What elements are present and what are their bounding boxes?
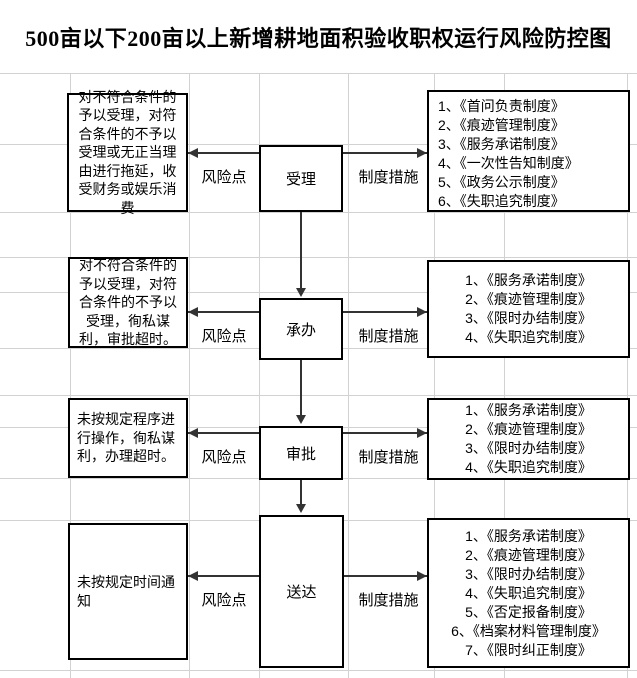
measure-item: 1、《服务承诺制度》 <box>465 402 592 418</box>
gridline <box>434 73 435 678</box>
stage-box-3: 审批 <box>259 426 343 480</box>
measure-item: 4、《失职追究制度》 <box>465 459 592 475</box>
measure-item: 3、《限时办结制度》 <box>465 440 592 456</box>
measure-item: 2、《痕迹管理制度》 <box>465 291 592 307</box>
arrow-to-measures-3 <box>343 428 427 438</box>
gridline <box>189 73 190 678</box>
measure-item: 6、《失职追究制度》 <box>438 193 565 209</box>
risk-description-2: 对不符合条件的予以受理，对符合条件的不予以受理，徇私谋利，审批超时。 <box>79 257 177 348</box>
measure-item: 2、《痕迹管理制度》 <box>465 421 592 437</box>
gridline <box>0 212 637 213</box>
measures-box-1: 1、《首问负责制度》 2、《痕迹管理制度》 3、《服务承诺制度》 4、《一次性告… <box>427 90 630 212</box>
risk-box-3: 未按规定程序进行操作，徇私谋利，办理超时。 <box>68 398 188 478</box>
risk-point-label-2: 风险点 <box>201 328 247 345</box>
gridline <box>70 73 71 678</box>
arrow-to-risk-4 <box>188 571 259 581</box>
measure-item: 1、《首问负责制度》 <box>438 98 565 114</box>
measure-item: 1、《服务承诺制度》 <box>465 272 592 288</box>
measures-box-4: 1、《服务承诺制度》 2、《痕迹管理制度》 3、《限时办结制度》 4、《失职追究… <box>427 518 630 668</box>
measure-item: 2、《痕迹管理制度》 <box>438 117 565 133</box>
measure-item: 5、《否定报备制度》 <box>465 603 592 620</box>
measure-item: 5、《政务公示制度》 <box>438 174 565 190</box>
measures-label-1: 制度措施 <box>358 169 419 186</box>
measures-label-4: 制度措施 <box>358 592 419 609</box>
risk-point-label-1: 风险点 <box>201 169 247 186</box>
diagram-title: 500亩以下200亩以上新增耕地面积验收职权运行风险防控图 <box>25 25 612 51</box>
stage-box-4: 送达 <box>259 515 344 668</box>
stage-label-2: 承办 <box>285 321 316 339</box>
measure-item: 1、《服务承诺制度》 <box>465 527 592 544</box>
arrow-down-1 <box>296 212 306 297</box>
risk-point-label-4: 风险点 <box>201 592 247 609</box>
risk-description-1: 对不符合条件的予以受理，对符合条件的不予以受理或无正当理由进行拖延，收受财务或娱… <box>78 88 177 216</box>
measures-box-2: 1、《服务承诺制度》 2、《痕迹管理制度》 3、《限时办结制度》 4、《失职追究… <box>427 260 630 358</box>
measures-label-3: 制度措施 <box>358 449 419 466</box>
measure-item: 7、《限时纠正制度》 <box>465 641 592 658</box>
gridline <box>0 670 637 671</box>
measure-item: 6、《档案材料管理制度》 <box>451 622 606 639</box>
gridline <box>0 257 637 258</box>
gridline <box>0 395 637 396</box>
arrow-down-2 <box>296 360 306 424</box>
measure-item: 4、《失职追究制度》 <box>465 584 592 601</box>
gridline <box>0 292 637 293</box>
gridline <box>259 73 260 678</box>
measure-item: 4、《失职追究制度》 <box>465 329 592 345</box>
stage-label-3: 审批 <box>285 445 316 463</box>
stage-label-1: 受理 <box>285 171 316 188</box>
arrow-down-3 <box>296 480 306 513</box>
risk-description-3: 未按规定程序进行操作，徇私谋利，办理超时。 <box>77 411 175 465</box>
stage-box-2: 承办 <box>259 298 343 360</box>
arrow-to-risk-2 <box>188 307 259 317</box>
measure-item: 3、《服务承诺制度》 <box>438 136 565 152</box>
arrow-to-risk-1 <box>188 148 259 158</box>
risk-point-label-3: 风险点 <box>201 449 247 466</box>
risk-box-2: 对不符合条件的予以受理，对符合条件的不予以受理，徇私谋利，审批超时。 <box>68 257 188 348</box>
gridline <box>504 73 505 678</box>
arrow-to-measures-2 <box>343 307 427 317</box>
risk-box-4: 未按规定时间通知 <box>68 523 188 660</box>
arrow-to-measures-4 <box>344 571 427 581</box>
gridline <box>0 73 637 74</box>
gridline <box>348 73 349 678</box>
stage-box-1: 受理 <box>259 145 343 212</box>
gridline <box>0 144 637 145</box>
measures-box-3: 1、《服务承诺制度》 2、《痕迹管理制度》 3、《限时办结制度》 4、《失职追究… <box>427 398 630 480</box>
gridline <box>627 73 628 678</box>
arrow-to-risk-3 <box>188 428 259 438</box>
stage-label-4: 送达 <box>286 584 317 601</box>
measure-item: 4、《一次性告知制度》 <box>438 155 579 171</box>
risk-box-1: 对不符合条件的予以受理，对符合条件的不予以受理或无正当理由进行拖延，收受财务或娱… <box>67 89 188 216</box>
measure-item: 2、《痕迹管理制度》 <box>465 546 592 563</box>
risk-description-4: 未按规定时间通知 <box>77 574 175 609</box>
measure-item: 3、《限时办结制度》 <box>465 565 592 582</box>
measures-label-2: 制度措施 <box>358 328 419 345</box>
arrow-to-measures-1 <box>343 148 427 158</box>
measure-item: 3、《限时办结制度》 <box>465 310 592 326</box>
